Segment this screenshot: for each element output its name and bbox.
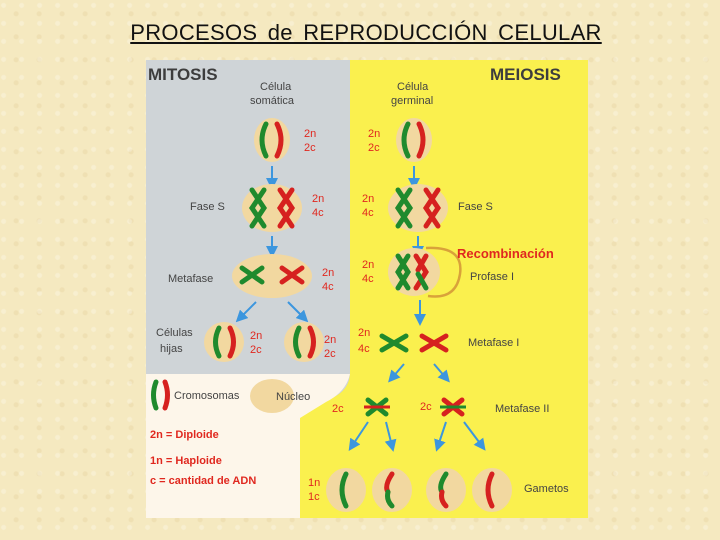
- meiosis-ploidy-2-c: 4c: [362, 207, 374, 219]
- mitosis-stage-fase-s: Fase S: [190, 201, 225, 213]
- gamete-1: [326, 468, 366, 512]
- meiosis-ploidy-6-c: 1c: [308, 491, 320, 503]
- mitosis-title: MITOSIS: [148, 65, 218, 84]
- mitosis-ploidy-4b-c: 2c: [324, 348, 336, 360]
- arrow-icon: [388, 363, 405, 383]
- meiosis-stage-metafase-1: Metafase I: [468, 337, 519, 349]
- arrow-icon: [287, 301, 309, 323]
- mitosis-ploidy-3-n: 2n: [322, 267, 334, 279]
- meiosis-recombination: Recombinación: [457, 246, 554, 261]
- meiosis-metafase-2-pair-2: [440, 397, 466, 417]
- meiosis-title: MEIOSIS: [490, 65, 561, 84]
- meiosis-cell-3: [388, 248, 440, 296]
- meiosis-ploidy-4-n: 2n: [358, 327, 370, 339]
- meiosis-cell-2: [388, 184, 448, 232]
- meiosis-ploidy-6-n: 1n: [308, 477, 320, 489]
- meiosis-ploidy-1-n: 2n: [368, 128, 380, 140]
- slide-title: PROCESOS de REPRODUCCIÓN CELULAR: [130, 20, 602, 45]
- mitosis-cell-2: [242, 184, 302, 232]
- mitosis-ploidy-1-c: 2c: [304, 142, 316, 154]
- legend-panel: [146, 374, 350, 518]
- meiosis-ploidy-2-n: 2n: [362, 193, 374, 205]
- mitosis-stage-hijas-2: hijas: [160, 343, 183, 355]
- meiosis-stage-gametos: Gametos: [524, 483, 569, 495]
- mitosis-ploidy-4a-c: 2c: [250, 344, 262, 356]
- mitosis-daughter-cell-1: [204, 322, 244, 362]
- mitosis-ploidy-1-n: 2n: [304, 128, 316, 140]
- meiosis-cell-label-1: Célula: [397, 81, 429, 93]
- arrow-icon: [463, 421, 486, 451]
- mitosis-ploidy-4a-n: 2n: [250, 330, 262, 342]
- meiosis-stage-metafase-2: Metafase II: [495, 403, 549, 415]
- mitosis-ploidy-2-n: 2n: [312, 193, 324, 205]
- recombination-loop: [425, 246, 462, 298]
- nucleus-legend-icon: [250, 379, 294, 413]
- arrow-icon: [433, 363, 450, 383]
- arrow-icon: [384, 421, 397, 452]
- meiosis-stage-fase-s: Fase S: [458, 201, 493, 213]
- meiosis-ploidy-4-c: 4c: [358, 343, 370, 355]
- meiosis-ploidy-3-n: 2n: [362, 259, 374, 271]
- mitosis-daughter-cell-2: [284, 322, 324, 362]
- meiosis-ploidy-5b: 2c: [420, 401, 432, 413]
- mitosis-cell-label-1: Célula: [260, 81, 292, 93]
- legend-nucleus: Núcleo: [276, 391, 310, 403]
- mitosis-cell-3: [232, 254, 312, 298]
- arrow-icon: [348, 421, 369, 451]
- mitosis-ploidy-4b-n: 2n: [324, 334, 336, 346]
- cell-reproduction-diagram: MITOSIS MEIOSIS Célula somática Célula g…: [146, 60, 588, 518]
- mitosis-stage-metafase: Metafase: [168, 273, 213, 285]
- meiosis-metafase-2-pair-1: [364, 397, 390, 417]
- meiosis-ploidy-3-c: 4c: [362, 273, 374, 285]
- mitosis-cell-label-2: somática: [250, 95, 295, 107]
- mitosis-ploidy-3-c: 4c: [322, 281, 334, 293]
- meiosis-metafase-1-chromosomes: [379, 333, 449, 353]
- meiosis-cell-label-2: germinal: [391, 95, 433, 107]
- arrow-icon: [235, 301, 257, 323]
- mitosis-ploidy-2-c: 4c: [312, 207, 324, 219]
- arrow-icon: [434, 421, 447, 452]
- meiosis-cell-1: [396, 118, 432, 162]
- legend-dna: c = cantidad de ADN: [150, 475, 256, 487]
- mitosis-stage-hijas-1: Células: [156, 327, 193, 339]
- legend-chromosomes: Cromosomas: [174, 390, 240, 402]
- legend-haploid: 1n = Haploide: [150, 455, 222, 467]
- gamete-2: [372, 468, 412, 512]
- gamete-3: [426, 468, 466, 512]
- meiosis-stage-profase: Profase I: [470, 271, 514, 283]
- meiosis-ploidy-5a: 2c: [332, 403, 344, 415]
- chromosome-legend-icon: [151, 379, 170, 411]
- gamete-4: [472, 468, 512, 512]
- meiosis-ploidy-1-c: 2c: [368, 142, 380, 154]
- legend-diploid: 2n = Diploide: [150, 429, 219, 441]
- mitosis-cell-1: [254, 118, 290, 162]
